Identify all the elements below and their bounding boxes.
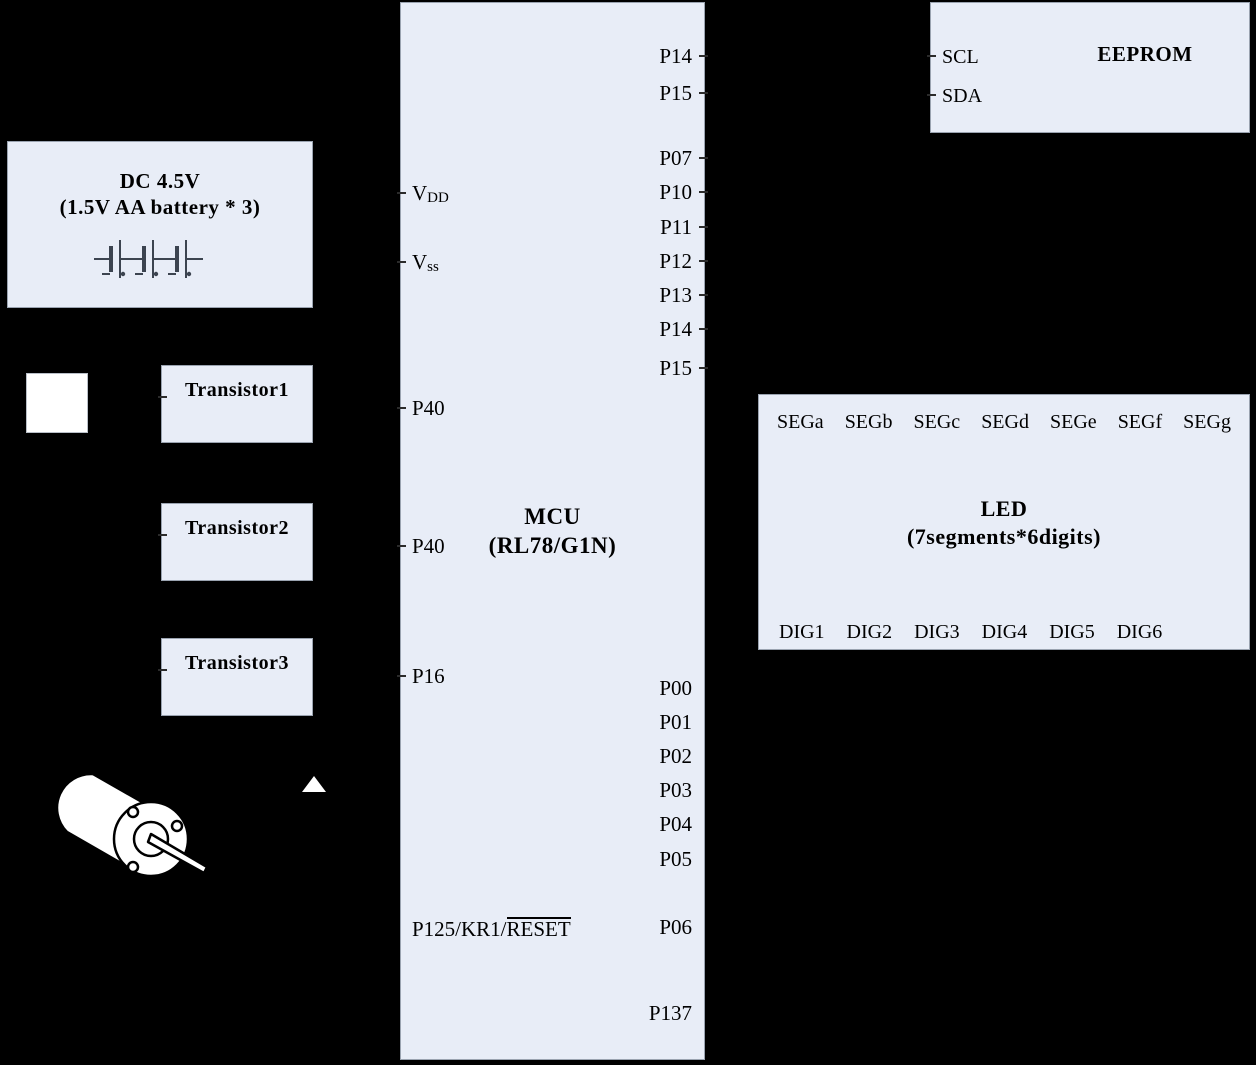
mcu-pin-p14-top: P14 [659,44,692,68]
led-segment-pin-row: SEGa SEGb SEGc SEGd SEGe SEGf SEGg [759,411,1249,434]
mcu-pin-p01: P01 [659,710,692,734]
mcu-pin-p07: P07 [659,146,692,170]
pin-stub [927,55,936,57]
led-pin-sega: SEGa [777,411,824,433]
switch-placeholder-box[interactable] [26,373,88,433]
transistor3-block[interactable]: Transistor3 [158,638,313,716]
pin-stub [699,294,708,296]
mcu-pin-p15-top: P15 [659,81,692,105]
led-pin-dig2: DIG2 [846,621,893,643]
led-pin-dig5: DIG5 [1049,621,1095,643]
mcu-pin-p00: P00 [659,676,692,700]
mcu-part-number: (RL78/G1N) [488,532,617,558]
pin-stub [397,261,406,263]
pin-stub [699,226,708,228]
led-name: LED [980,496,1028,521]
pin-stub [158,534,167,536]
pin-stub [397,545,406,547]
pin-stub [699,157,708,159]
pin-stub [397,192,406,194]
mcu-pin-p06: P06 [659,915,692,939]
battery-symbol-icon [8,238,312,284]
pin-stub [699,92,708,94]
mcu-pin-p04: P04 [659,812,692,836]
led-pin-sege: SEGe [1050,411,1097,433]
mcu-pin-p02: P02 [659,744,692,768]
led-pin-segf: SEGf [1117,411,1163,433]
led-display-block[interactable]: SEGa SEGb SEGc SEGd SEGe SEGf SEGg LED (… [758,394,1250,650]
led-pin-dig3: DIG3 [914,621,960,643]
led-pin-dig1: DIG1 [779,621,825,643]
pin-stub [158,669,167,671]
dc-motor-icon [55,762,245,897]
pin-stub [699,55,708,57]
transistor2-block[interactable]: Transistor2 [158,503,313,581]
pin-stub [699,191,708,193]
mcu-pin-p16: P16 [412,664,445,688]
mcu-pin-p40-1: P40 [412,396,445,420]
led-pin-dig4: DIG4 [981,621,1028,643]
eeprom-pin-sda: SDA [942,85,983,107]
mcu-pin-p125-kr1-reset: P125/KR1/RESET [412,917,571,941]
led-pin-segd: SEGd [981,411,1029,433]
eeprom-pin-scl: SCL [942,46,979,68]
mcu-name: MCU [524,504,581,529]
pin-stub [699,367,708,369]
pin-stub [397,675,406,677]
eeprom-title: EEPROM [1097,42,1193,66]
transistor2-label: Transistor2 [184,517,289,539]
battery-voltage: DC 4.5V [119,169,201,193]
led-pin-segc: SEGc [913,411,961,433]
led-pin-segb: SEGb [844,411,893,433]
mcu-title: MCU (RL78/G1N) [401,503,704,561]
mcu-pin-p11: P11 [660,215,692,239]
pin-stub [699,260,708,262]
mcu-pin-p13: P13 [659,283,692,307]
led-detail: (7segments*6digits) [906,523,1102,549]
eeprom-block[interactable]: EEPROM SCL SDA [927,2,1250,133]
pin-stub [158,396,167,398]
mcu-pin-p40-2: P40 [412,534,445,558]
transistor3-label: Transistor3 [184,652,289,674]
pin-stub [397,407,406,409]
mcu-pin-p03: P03 [659,778,692,802]
mcu-block[interactable]: MCU (RL78/G1N) VDD Vss P40 P40 P16 P125/… [397,2,708,1060]
pin-stub [699,328,708,330]
mcu-pin-vss: Vss [412,250,439,275]
led-digit-pin-row: DIG1 DIG2 DIG3 DIG4 DIG5 DIG6 [759,621,1249,644]
arrowhead-icon [300,774,328,794]
mcu-pin-vdd: VDD [412,181,449,206]
mcu-pin-p12: P12 [659,249,692,273]
mcu-pin-p14-bot: P14 [659,317,692,341]
pin-stub [927,94,936,96]
mcu-pin-p15-bot: P15 [659,356,692,380]
led-pin-dig6: DIG6 [1116,621,1163,643]
led-pin-segg: SEGg [1183,411,1231,433]
power-supply-block[interactable]: DC 4.5V (1.5V AA battery * 3) [7,141,313,308]
transistor1-label: Transistor1 [184,379,289,401]
mcu-pin-p05: P05 [659,847,692,871]
battery-title: DC 4.5V (1.5V AA battery * 3) [8,168,312,221]
transistor1-block[interactable]: Transistor1 [158,365,313,443]
mcu-pin-p10: P10 [659,180,692,204]
mcu-pin-p137: P137 [648,1001,692,1025]
battery-detail: (1.5V AA battery * 3) [59,195,261,220]
led-title: LED (7segments*6digits) [759,495,1249,550]
